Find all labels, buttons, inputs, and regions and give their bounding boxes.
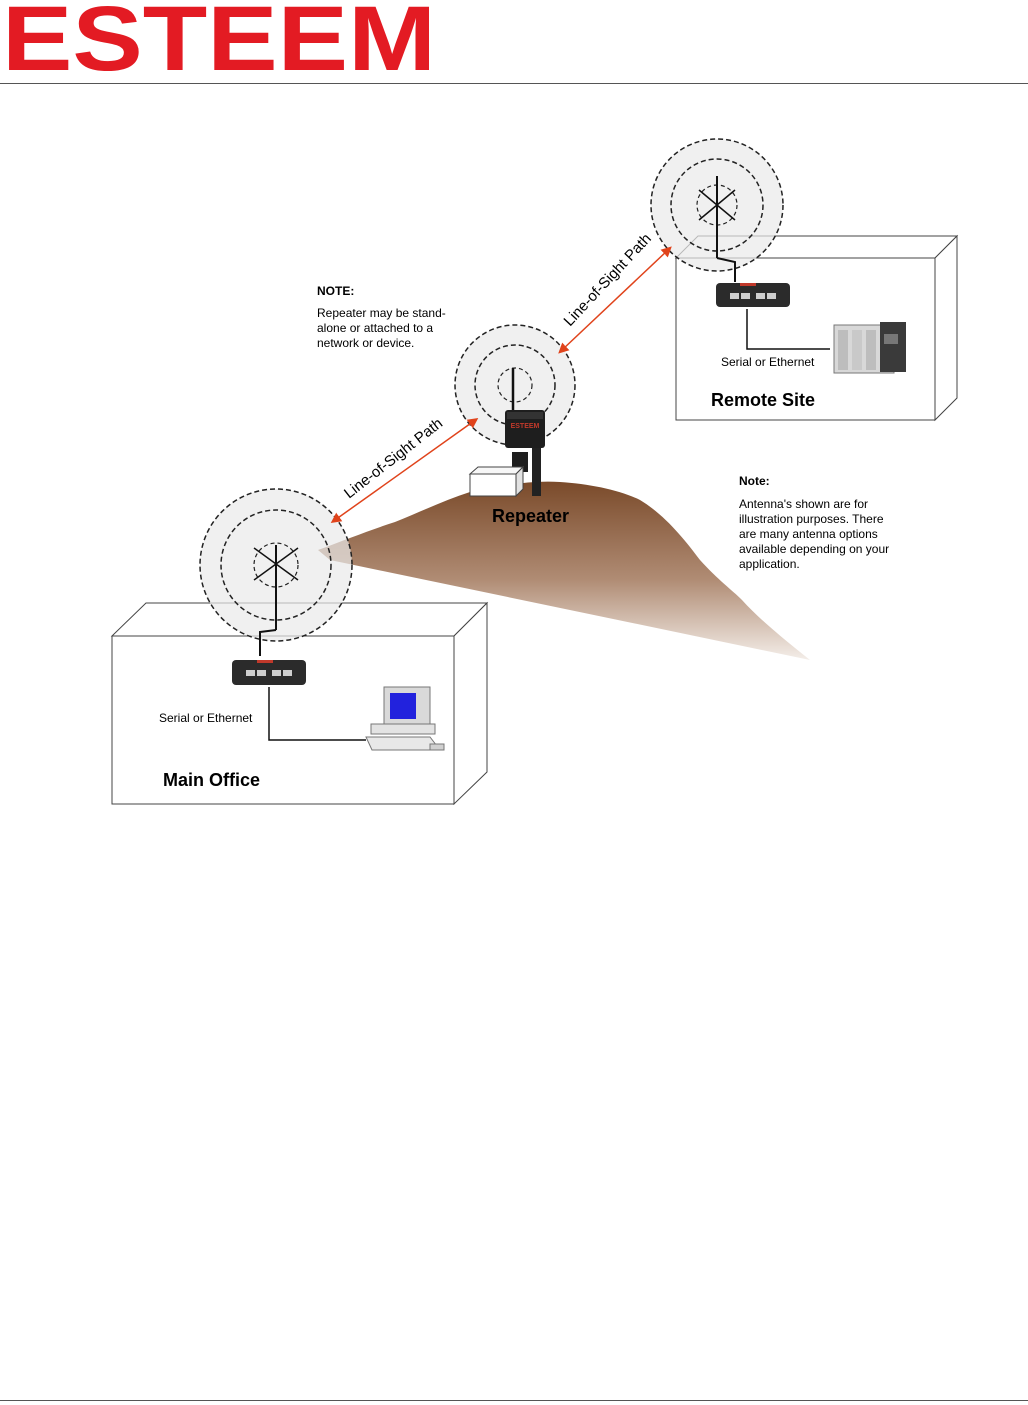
antenna-note-line: available depending on your [739,542,889,556]
main-link-label: Serial or Ethernet [159,711,253,725]
esteem-logo: ESTEEM [2,2,436,74]
repeater-unit-logo: ESTEEM [511,423,540,430]
antenna-note-line: application. [739,557,800,571]
plc-device-icon [833,322,906,374]
remote-serial-link [746,309,830,350]
antenna-note-line: illustration purposes. There [739,512,884,526]
hill [318,481,810,660]
antenna-note-heading: Note: [739,474,770,488]
los-arrow-upper [558,246,672,354]
los-label-upper: Line-of-Sight Path [560,230,654,329]
los-label-lower: Line-of-Sight Path [341,415,446,502]
repeater-note-heading: NOTE: [317,284,354,298]
remote-antenna-radiation [650,138,784,272]
main-serial-link [268,687,366,741]
antenna-note-line: Antenna's shown are for [739,497,868,511]
repeater-unit: ESTEEM [505,410,545,496]
remote-site-label: Remote Site [711,390,815,410]
header-divider [0,83,1028,84]
network-diagram: ESTEEM [110,138,959,806]
footer-divider [0,1400,1028,1401]
main-office-label: Main Office [163,770,260,790]
repeater-note-line: alone or attached to a [317,321,433,335]
main-radio-modem [232,629,306,685]
main-antenna-radiation [199,488,353,642]
remote-radio-modem [716,257,790,307]
logo-text: ESTEEM [2,2,436,74]
los-arrow-lower [330,417,479,524]
repeater-note-line: network or device. [317,336,414,350]
repeater-note-line: Repeater may be stand- [317,306,446,320]
computer-icon [365,686,445,751]
remote-link-label: Serial or Ethernet [721,355,815,369]
repeater-power-box [468,465,525,498]
antenna-note-line: are many antenna options [739,527,878,541]
repeater-label: Repeater [492,506,569,526]
